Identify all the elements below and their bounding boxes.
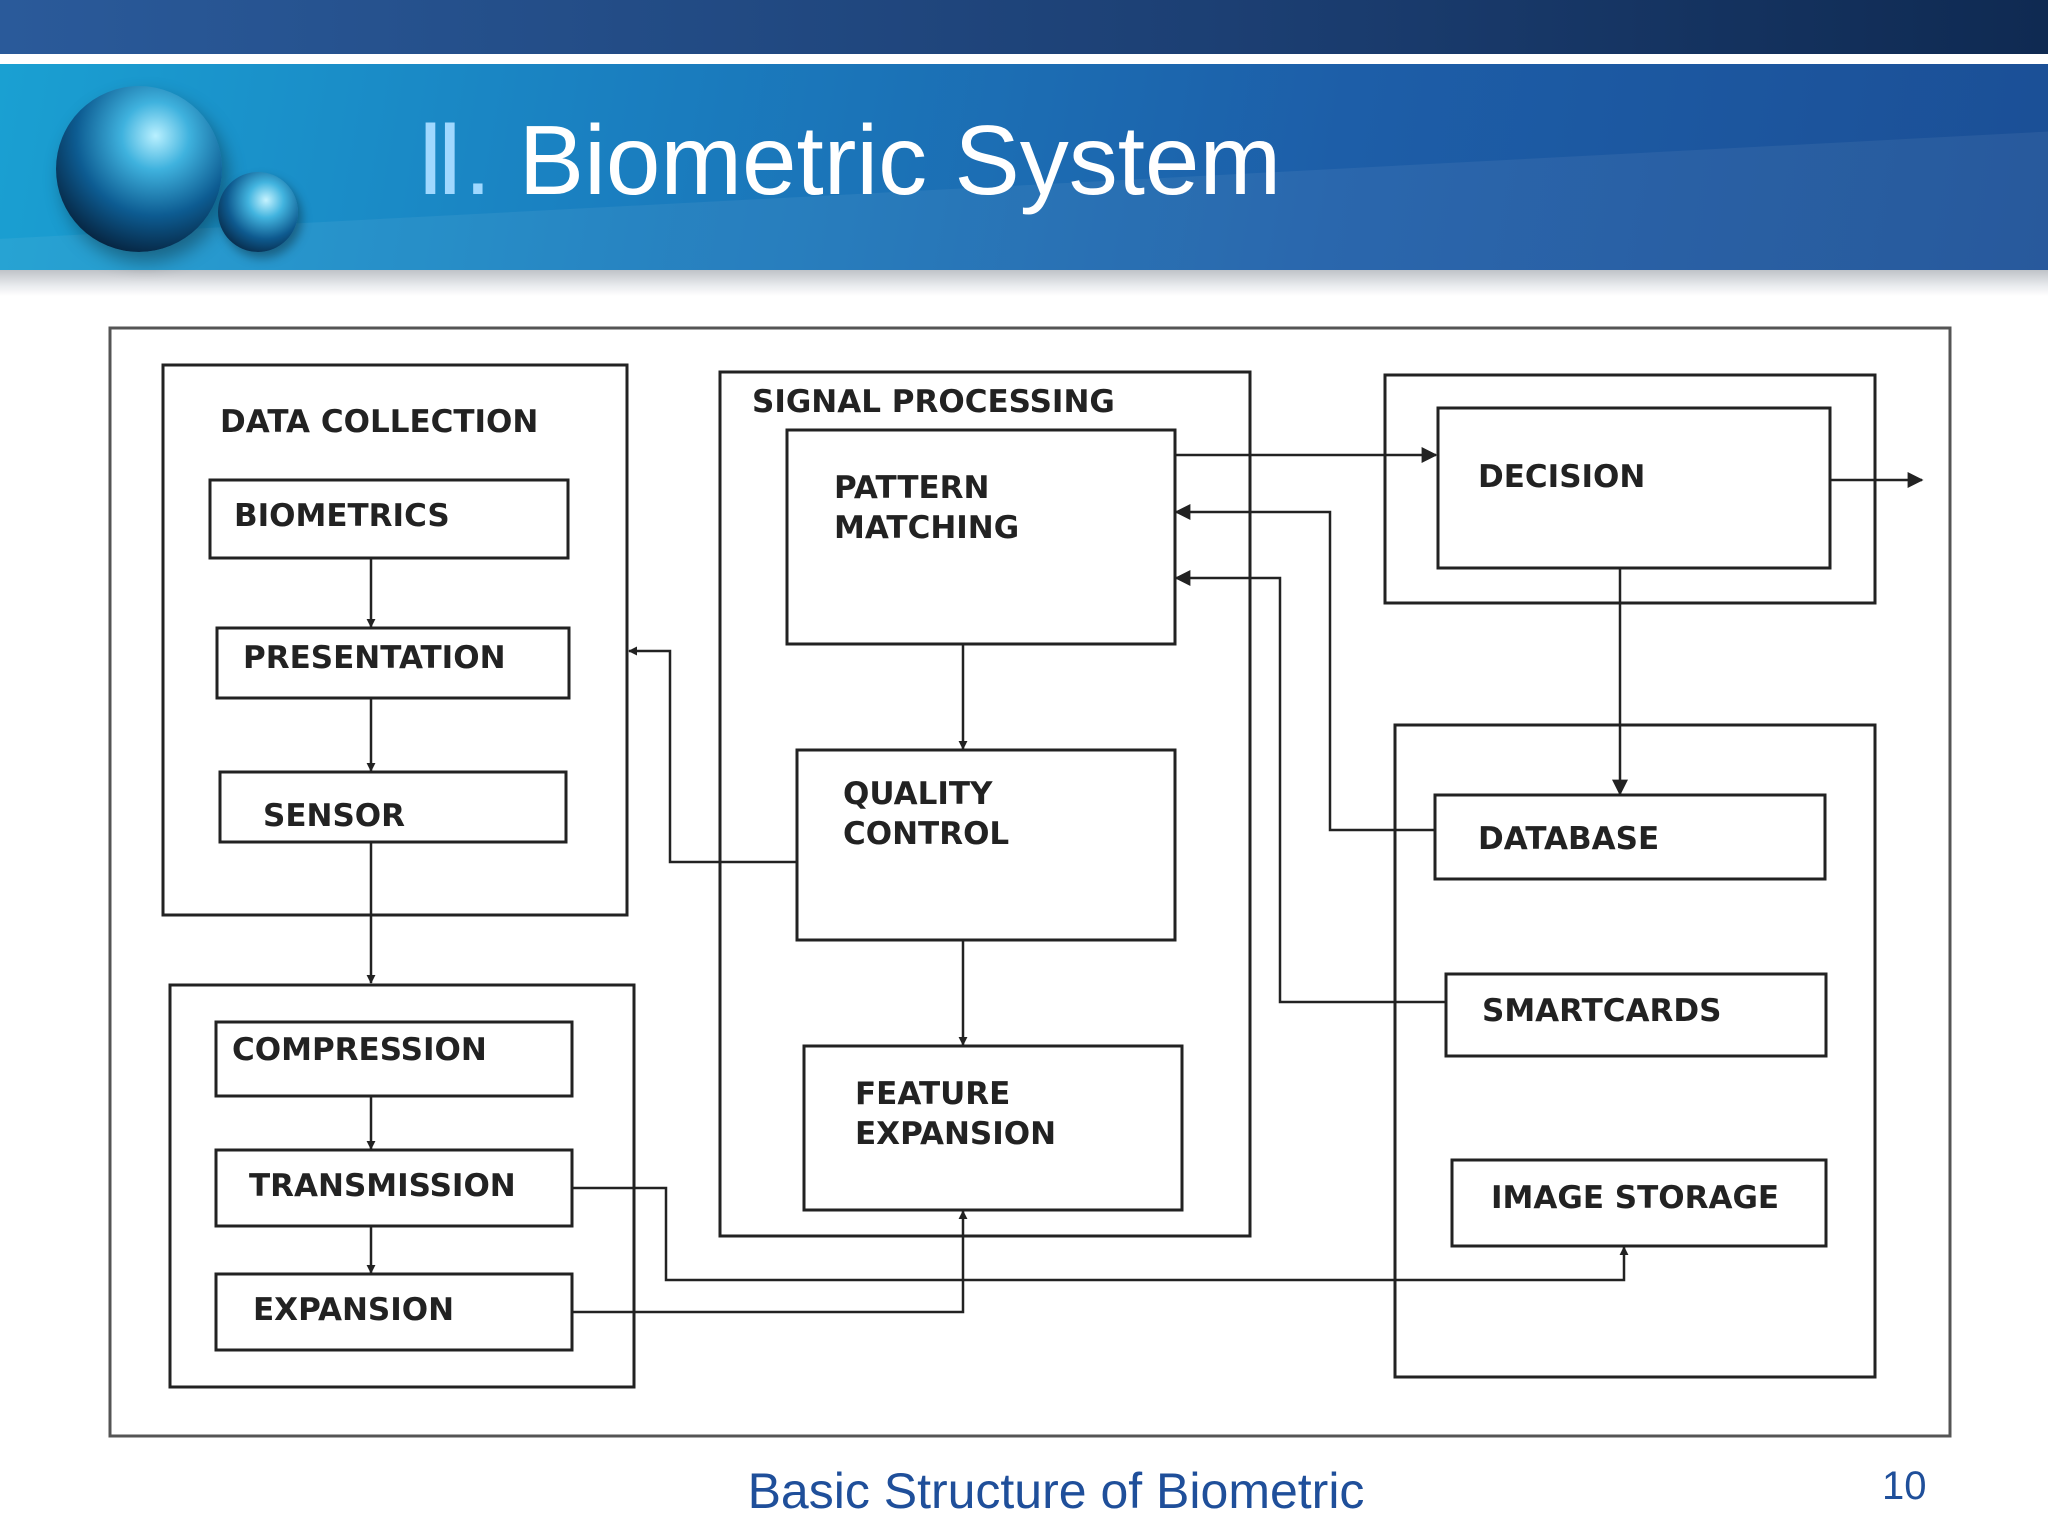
connector-lines — [366, 447, 1924, 1314]
presentation-label: PRESENTATION — [243, 640, 506, 676]
arrow-smartcards-to-pattern-matching — [1174, 570, 1446, 1004]
pattern-label-line1: PATTERN — [834, 470, 989, 506]
arrow-database-to-pattern-matching — [1174, 504, 1435, 832]
title-numeral: Ⅱ. — [416, 105, 492, 215]
decision-box — [1436, 406, 1832, 570]
smartcards-box — [1444, 972, 1828, 1058]
database-label: DATABASE — [1478, 821, 1659, 857]
quality-label-line2: CONTROL — [843, 816, 1009, 852]
pattern-matching-box — [785, 428, 1177, 646]
feature-label-line2: EXPANSION — [855, 1116, 1056, 1152]
biometrics-box — [208, 478, 570, 560]
pattern-label-line2: MATCHING — [834, 510, 1019, 546]
title-band — [0, 64, 2048, 270]
data-collection-group — [161, 363, 629, 917]
sensor-label: SENSOR — [263, 798, 405, 834]
storage-group — [1393, 723, 1877, 1379]
slide-title: Ⅱ. Biometric System — [416, 100, 1281, 220]
arrow-quality-control-to-data-collection — [628, 646, 797, 864]
image-storage-label: IMAGE STORAGE — [1491, 1180, 1779, 1216]
feature-label-line1: FEATURE — [855, 1076, 1010, 1112]
title-text: Biometric System — [518, 105, 1282, 215]
quality-label-line1: QUALITY — [843, 776, 993, 812]
diagram-caption: Basic Structure of Biometric — [747, 1463, 1365, 1519]
image-storage-box — [1450, 1158, 1828, 1248]
feature-expansion-box — [802, 1044, 1184, 1212]
transmission-box — [214, 1148, 574, 1228]
presentation-box — [215, 626, 571, 700]
transmission-group — [168, 983, 636, 1389]
smartcards-label: SMARTCARDS — [1482, 993, 1721, 1029]
arrow-expansion-to-feature-expansion — [572, 1210, 968, 1314]
compression-box — [214, 1020, 574, 1098]
top-strip — [0, 0, 2048, 54]
transmission-label: TRANSMISSION — [249, 1168, 516, 1204]
decision-group — [1383, 373, 1877, 605]
arrow-transmission-to-image-storage — [572, 1186, 1629, 1282]
quality-control-box — [795, 748, 1177, 942]
compression-label: COMPRESSION — [232, 1032, 487, 1068]
expansion-label: EXPANSION — [253, 1292, 454, 1328]
small-sphere-logo — [218, 172, 298, 252]
large-sphere-logo — [56, 86, 222, 252]
database-box — [1433, 793, 1827, 881]
signal-processing-group — [718, 370, 1252, 1238]
data-collection-title: DATA COLLECTION — [220, 404, 538, 440]
page-number: 10 — [1882, 1464, 1927, 1508]
title-band-shadow — [0, 270, 2048, 296]
sensor-box — [218, 770, 568, 844]
decision-label: DECISION — [1478, 459, 1645, 495]
signal-processing-title: SIGNAL PROCESSING — [752, 384, 1115, 420]
separator-line — [0, 54, 2048, 64]
biometrics-label: BIOMETRICS — [234, 498, 450, 534]
